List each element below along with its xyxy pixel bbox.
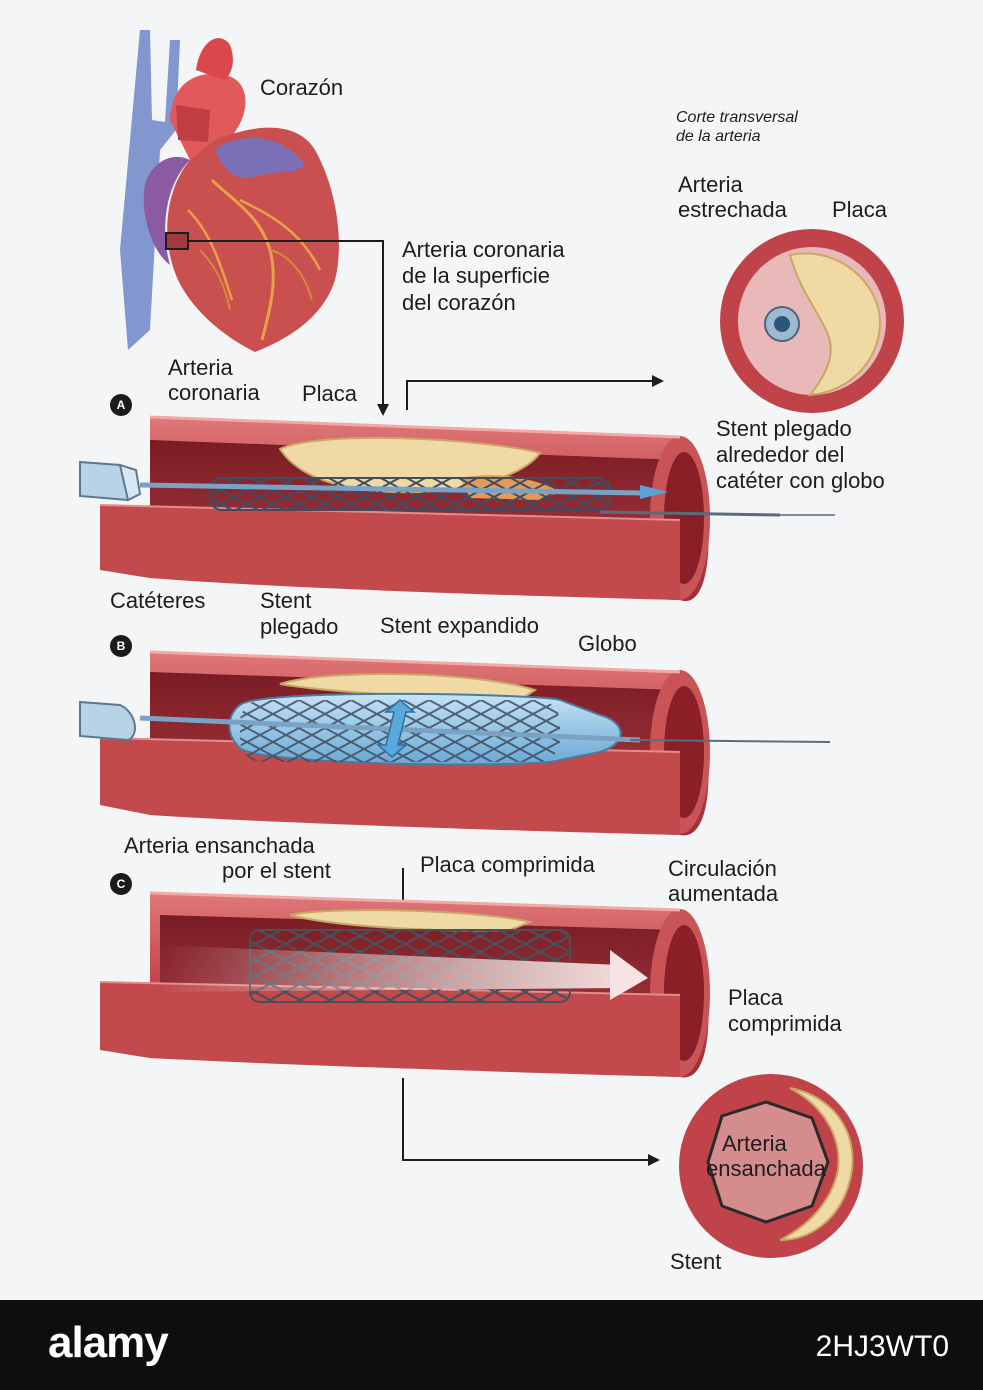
diagram-canvas: A B C Corazón Arteria coronaria de la su… bbox=[0, 0, 983, 1300]
label-balloon: Globo bbox=[578, 631, 637, 656]
inset-top-caption-3: catéter con globo bbox=[716, 468, 885, 493]
step-b-badge: B bbox=[110, 635, 132, 657]
label-coronary-artery-1: Arteria bbox=[168, 355, 233, 380]
label-catheters: Catéteres bbox=[110, 588, 206, 613]
label-narrowed-2: estrechada bbox=[678, 197, 787, 222]
label-coronary-artery-2: coronaria bbox=[168, 380, 260, 405]
arrow-head-to-bottom-inset bbox=[648, 1154, 660, 1166]
cross-section-narrowed bbox=[720, 229, 904, 413]
step-c-badge: C bbox=[110, 873, 132, 895]
step-a-badge: A bbox=[110, 394, 132, 416]
watermark-banner: alamy 2HJ3WT0 bbox=[0, 1300, 983, 1390]
inset-top-caption-1: Stent plegado bbox=[716, 416, 852, 441]
label-compressed-plaque-c: Placa comprimida bbox=[420, 852, 595, 877]
label-stent-expanded: Stent expandido bbox=[380, 613, 540, 638]
watermark-image-id: 2HJ3WT0 bbox=[815, 1330, 949, 1363]
inset-top-caption-2: alrededor del bbox=[716, 442, 845, 467]
label-widened-inset-1: Arteria bbox=[722, 1131, 787, 1156]
inset-top-header-line-2: de la arteria bbox=[676, 128, 761, 145]
label-stent-folded-1: Stent bbox=[260, 588, 312, 613]
label-increased-flow-2: aumentada bbox=[668, 881, 779, 906]
arrow-head-a-down bbox=[377, 404, 389, 416]
label-plaque-compressed-inset-2: comprimida bbox=[728, 1011, 842, 1036]
cross-section-widened bbox=[679, 1074, 863, 1258]
illustration bbox=[79, 30, 904, 1258]
heart-illustration bbox=[120, 30, 339, 352]
label-heart: Corazón bbox=[260, 75, 344, 100]
watermark-logo: alamy bbox=[48, 1318, 169, 1367]
artery-c bbox=[99, 891, 710, 1078]
label-coronary-surface-1: Arteria coronaria bbox=[402, 237, 565, 262]
label-coronary-surface-2: de la superficie bbox=[402, 263, 550, 288]
label-coronary-surface-3: del corazón bbox=[402, 290, 516, 315]
label-narrowed-1: Arteria bbox=[678, 172, 743, 197]
label-stent-inset: Stent bbox=[670, 1249, 722, 1274]
label-widened-2: por el stent bbox=[222, 858, 331, 883]
label-plaque-a: Placa bbox=[302, 381, 358, 406]
label-stent-folded-2: plegado bbox=[260, 614, 339, 639]
label-widened-1: Arteria ensanchada bbox=[124, 833, 315, 858]
inset-top-header-line-1: Corte transversal bbox=[676, 109, 798, 126]
label-increased-flow-1: Circulación bbox=[668, 856, 777, 881]
label-widened-inset-2: ensanchada bbox=[706, 1156, 826, 1181]
label-plaque-compressed-inset-1: Placa bbox=[728, 985, 784, 1010]
label-plaque-inset-top: Placa bbox=[832, 197, 888, 222]
arrow-head-to-top-inset bbox=[652, 375, 664, 387]
artery-b bbox=[79, 650, 831, 836]
artery-a bbox=[79, 415, 835, 602]
